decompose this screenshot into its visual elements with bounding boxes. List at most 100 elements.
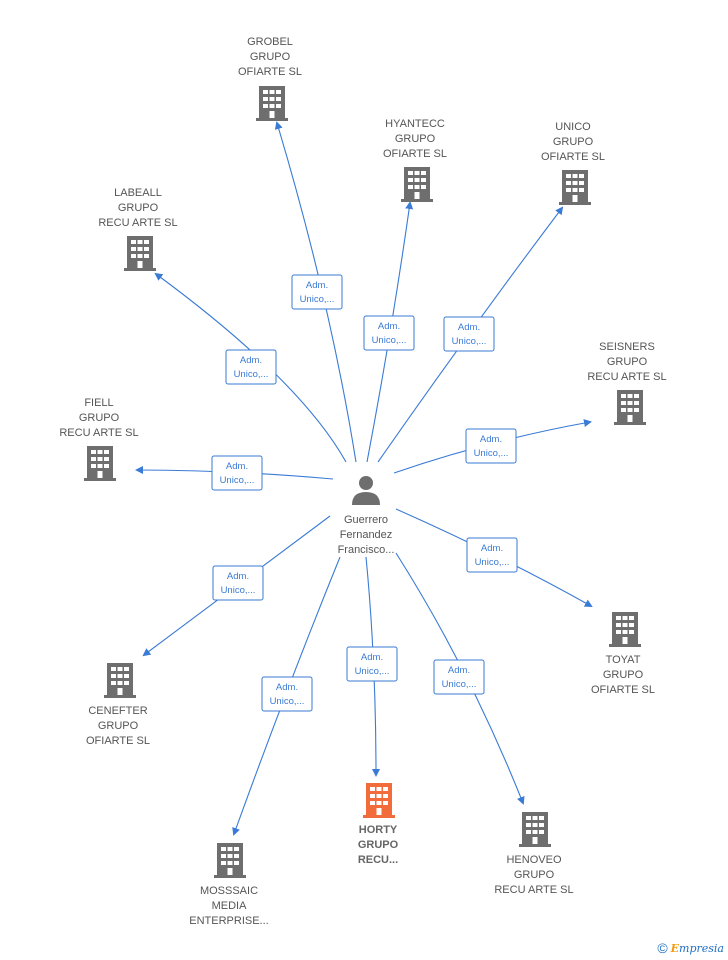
edge-label-toyat[interactable]: Adm. Unico,... xyxy=(466,537,518,573)
edge-label-box xyxy=(433,659,485,695)
edge-label-box xyxy=(225,349,277,385)
company-name-line: SEISNERS xyxy=(599,341,655,353)
company-name-line: OFIARTE SL xyxy=(86,735,150,747)
company-name-line: LABEALL xyxy=(114,187,162,199)
company-name-line: GRUPO xyxy=(395,133,436,145)
edge-label-box xyxy=(291,274,343,310)
company-name-line: GRUPO xyxy=(607,356,648,368)
edge-label-line: Unico,... xyxy=(452,336,487,347)
company-name-line: GRUPO xyxy=(603,669,644,681)
edge-label-box xyxy=(465,428,517,464)
company-name-line: MEDIA xyxy=(212,900,248,912)
company-name-line: RECU ARTE SL xyxy=(494,884,573,896)
person-name-line: Fernandez xyxy=(340,529,393,541)
edge-label-line: Adm. xyxy=(378,321,400,332)
edge-label-box xyxy=(211,455,263,491)
building-icon xyxy=(124,236,156,271)
company-name-line: HORTY xyxy=(359,824,398,836)
edge-label-line: Adm. xyxy=(276,682,298,693)
edge-label-line: Unico,... xyxy=(300,294,335,305)
edge-label-mosssaic[interactable]: Adm. Unico,... xyxy=(261,676,313,712)
nodes: GROBEL GRUPO OFIARTE SL HYANTECC GRUPO OFIART… xyxy=(59,36,666,927)
company-name-line: FIELL xyxy=(84,397,113,409)
company-name-line: OFIARTE SL xyxy=(541,151,605,163)
company-name-line: GRUPO xyxy=(98,720,139,732)
edge-label-box xyxy=(443,316,495,352)
edge-label-line: Adm. xyxy=(458,322,480,333)
company-name-line: ENTERPRISE... xyxy=(189,915,268,927)
company-node-henoveo[interactable]: HENOVEO GRUPO RECU ARTE SL xyxy=(494,812,574,896)
company-name-line: GRUPO xyxy=(358,839,399,851)
edge-label-box xyxy=(363,315,415,351)
company-name-line: TOYAT xyxy=(606,654,641,666)
edge-label-hyantecc[interactable]: Adm.Unico,... xyxy=(363,315,415,351)
edge-label-box xyxy=(212,565,264,601)
company-node-mosssaic[interactable]: MOSSSAIC MEDIA ENTERPRISE... xyxy=(189,843,269,927)
company-node-hyantecc[interactable]: HYANTECC GRUPO OFIARTE SL xyxy=(383,118,447,202)
company-name-line: OFIARTE SL xyxy=(383,148,447,160)
edge-label-line: Adm. xyxy=(227,571,249,582)
edge-label-horty[interactable]: Adm. Unico,... xyxy=(346,646,398,682)
brand-logo[interactable]: Empresia xyxy=(670,941,724,955)
person-icon xyxy=(352,476,380,505)
building-icon xyxy=(559,170,591,205)
edge-label-line: Adm. xyxy=(448,665,470,676)
company-name-line: GROBEL xyxy=(247,36,293,48)
edge-label-box xyxy=(346,646,398,682)
company-name-line: RECU ARTE SL xyxy=(59,427,138,439)
edge-label-line: Unico,... xyxy=(442,679,477,690)
edges: Adm. Unico,... Adm. Unico,... Adm. Unico,... A… xyxy=(135,121,593,836)
company-name-line: HYANTECC xyxy=(385,118,445,130)
building-icon xyxy=(614,390,646,425)
center-person-node[interactable]: GuerreroFernandezFrancisco... xyxy=(338,476,395,556)
edge-label-line: Unico,... xyxy=(270,696,305,707)
company-name-line: CENEFTER xyxy=(88,705,147,717)
company-node-unico[interactable]: UNICO GRUPO OFIARTE SL xyxy=(541,121,605,205)
edge-label-labeall[interactable]: Adm.Unico,... xyxy=(225,349,277,385)
edge-label-line: Unico,... xyxy=(474,448,509,459)
company-name-line: RECU ARTE SL xyxy=(587,371,666,383)
edge-label-grobel[interactable]: Adm.Unico,... xyxy=(291,274,343,310)
edge-label-line: Adm. xyxy=(481,543,503,554)
edge-label-line: Unico,... xyxy=(234,369,269,380)
company-name-line: RECU ARTE SL xyxy=(98,217,177,229)
copyright-icon: © xyxy=(657,940,668,956)
edge-label-line: Adm. xyxy=(361,652,383,663)
edge-label-henoveo[interactable]: Adm. Unico,... xyxy=(433,659,485,695)
edge-label-unico[interactable]: Adm. Unico,... xyxy=(443,316,495,352)
company-name-line: MOSSSAIC xyxy=(200,885,258,897)
company-name-line: UNICO xyxy=(555,121,591,133)
building-icon xyxy=(84,446,116,481)
edge-label-line: Unico,... xyxy=(475,557,510,568)
company-name-line: GRUPO xyxy=(514,869,555,881)
edge-label-line: Unico,... xyxy=(220,475,255,486)
footer-brand: © Empresia xyxy=(657,940,724,956)
company-name-line: HENOVEO xyxy=(506,854,561,866)
edge-label-seisners[interactable]: Adm.Unico,... xyxy=(465,428,517,464)
building-icon xyxy=(256,86,288,121)
building-icon xyxy=(609,612,641,647)
edge-label-box xyxy=(261,676,313,712)
company-node-cenefter[interactable]: CENEFTER GRUPO OFIARTE SL xyxy=(86,663,150,747)
building-icon xyxy=(363,783,395,818)
edge-label-line: Unico,... xyxy=(221,585,256,596)
person-name-line: Guerrero xyxy=(344,514,388,526)
edge-label-box xyxy=(466,537,518,573)
building-icon xyxy=(214,843,246,878)
company-node-seisners[interactable]: SEISNERS GRUPO RECU ARTE SL xyxy=(587,341,667,425)
edge-label-fiell[interactable]: Adm. Unico,... xyxy=(211,455,263,491)
company-node-horty[interactable]: HORTY GRUPO RECU... xyxy=(358,783,399,866)
edge-label-cenefter[interactable]: Adm. Unico,... xyxy=(212,565,264,601)
building-icon xyxy=(401,167,433,202)
company-name-line: GRUPO xyxy=(553,136,594,148)
company-name-line: RECU... xyxy=(358,854,398,866)
company-name-line: GRUPO xyxy=(250,51,291,63)
edge-label-line: Unico,... xyxy=(355,666,390,677)
edge-label-line: Adm. xyxy=(226,461,248,472)
building-icon xyxy=(104,663,136,698)
